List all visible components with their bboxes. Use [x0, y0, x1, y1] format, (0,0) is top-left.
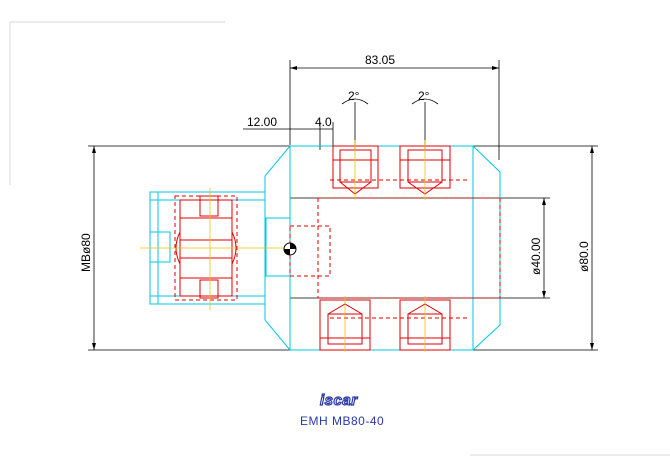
- dim-12-00: 12.00: [247, 115, 277, 129]
- dimension-mb-diameter: MBø80: [79, 145, 290, 351]
- insert-pocket-top-left: [332, 145, 379, 195]
- dimension-outer-diameter: ø80.0: [473, 145, 598, 351]
- manufacturer-logo: iscar: [319, 391, 358, 409]
- dimension-offsets: 12.00 4.0: [243, 115, 334, 150]
- dim-83-05: 83.05: [365, 53, 395, 67]
- dim-4-0: 4.0: [315, 115, 332, 129]
- model-caption: EMH MB80-40: [300, 414, 384, 428]
- logo-text: iscar: [320, 392, 358, 409]
- centerlines: [140, 140, 426, 352]
- dim-angle-right: 2°: [418, 89, 430, 103]
- dim-mb80: MBø80: [79, 233, 93, 272]
- dimension-overall-length: 83.05: [289, 53, 500, 160]
- dim-angle-left: 2°: [348, 89, 360, 103]
- body-hidden-details: [289, 179, 501, 319]
- center-marker: [283, 242, 297, 256]
- dimension-bore-diameter: ø40.00: [290, 197, 550, 299]
- dim-80-0: ø80.0: [577, 241, 591, 272]
- dim-40-00: ø40.00: [529, 237, 543, 275]
